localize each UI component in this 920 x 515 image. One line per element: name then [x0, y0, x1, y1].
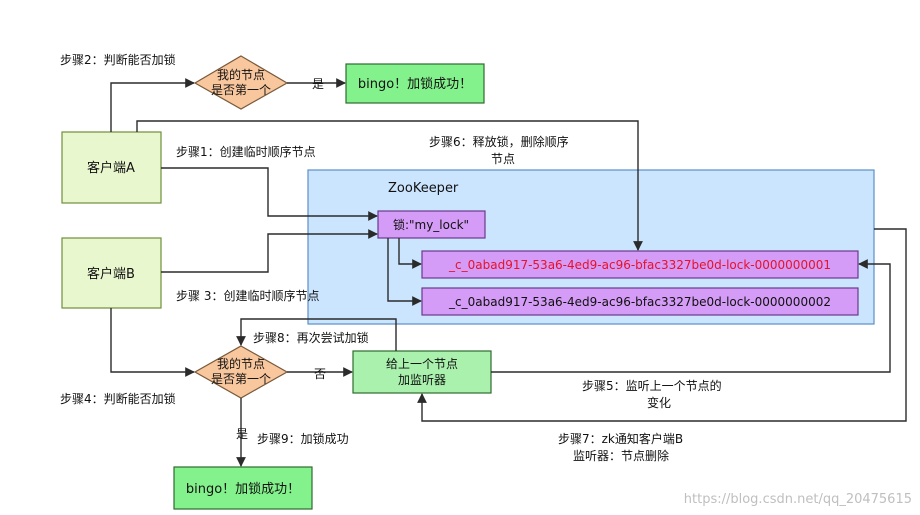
yes-top-label: 是 [312, 77, 324, 91]
step6-line2: 节点 [491, 152, 515, 166]
listener-box [352, 350, 492, 394]
step4-label: 步骤4：判断能否加锁 [60, 391, 176, 406]
listener-line2: 加监听器 [398, 373, 446, 387]
no-label: 否 [314, 367, 326, 381]
decision-top-line2: 是否第一个 [211, 83, 271, 97]
edge-listener-watch-prev [491, 259, 891, 373]
seq-node-1-label: _c_0abad917-53a6-4ed9-ac96-bfac3327be0d-… [448, 258, 831, 272]
step3-label: 步骤 3：创建临时顺序节点 [176, 288, 319, 303]
listener-line1: 给上一个节点 [386, 357, 458, 371]
decision-bottom-line1: 我的节点 [217, 356, 265, 371]
success-bottom-label: bingo！加锁成功！ [186, 481, 300, 497]
edge-zk-notify-listener [417, 228, 907, 422]
decision-bottom-line2: 是否第一个 [211, 372, 271, 386]
decision-top-line1: 我的节点 [217, 67, 265, 82]
edge-client-b-to-decision-bottom [110, 308, 195, 377]
client-b-box [61, 237, 162, 309]
edge-lock-root-to-seq-2 [387, 238, 422, 306]
step8-label: 步骤8：再次尝试加锁 [253, 330, 369, 345]
edge-lock-root-to-seq-1 [398, 238, 422, 269]
step5-line1: 步骤5：监听上一个节点的 [582, 378, 722, 393]
seq-node-2-label: _c_0abad917-53a6-4ed9-ac96-bfac3327be0d-… [448, 295, 831, 309]
decision-top-diamond [193, 55, 289, 110]
edge-client-a-release [136, 120, 643, 251]
edge-client-b-create-node [161, 229, 378, 273]
success-top-box [345, 63, 485, 104]
step5-line2: 变化 [647, 395, 671, 410]
success-top-label: bingo！加锁成功！ [358, 76, 472, 92]
success-bottom-box [173, 466, 313, 510]
lock-root-node [377, 210, 486, 239]
lock-root-label: 锁:"my_lock" [393, 217, 469, 232]
step9-label: 步骤9：加锁成功 [257, 431, 349, 446]
step6-line1: 步骤6：释放锁，删除顺序 [429, 134, 569, 149]
step7-line1: 步骤7：zk通知客户端B [558, 431, 683, 446]
seq-node-2 [421, 287, 859, 316]
step1-label: 步骤1：创建临时顺序节点 [176, 144, 316, 159]
step7-line2: 监听器：节点删除 [573, 448, 669, 463]
client-a-box [61, 131, 162, 204]
edge-client-a-to-decision-top [110, 78, 195, 132]
client-b-label: 客户端B [87, 266, 135, 282]
seq-node-1 [421, 250, 859, 279]
yes-bottom-label: 是 [236, 427, 248, 441]
edge-client-a-create-node [161, 167, 378, 221]
step2-label: 步骤2：判断能否加锁 [60, 52, 176, 67]
edge-retry-lock [236, 318, 397, 351]
zookeeper-title: ZooKeeper [388, 181, 459, 196]
client-a-label: 客户端A [87, 160, 135, 176]
watermark: https://blog.csdn.net/qq_20475615 [684, 492, 912, 507]
